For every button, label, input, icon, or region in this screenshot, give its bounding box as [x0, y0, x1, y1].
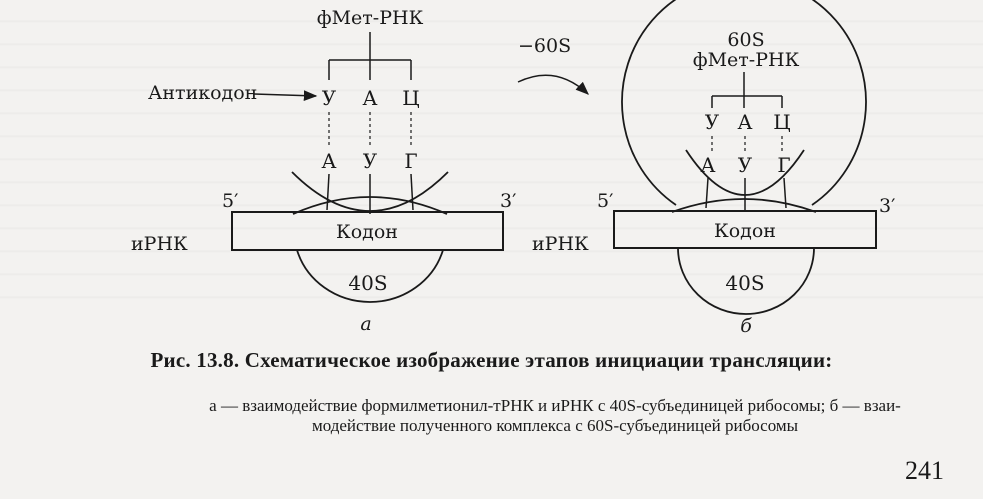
- panel-a-codon-label: Кодон: [336, 221, 398, 243]
- translation-initiation-diagram: фМет-РНК Антикодон У А Ц А У Г Код: [131, 0, 895, 337]
- panel-a-anticodon-base-2: А: [362, 86, 377, 110]
- panel-b-anticodon-base-3: Ц: [773, 110, 790, 134]
- panel-a-end-5: 5′: [222, 190, 238, 212]
- panel-b-60s-label: 60S: [727, 29, 764, 51]
- transition-arrow-curve: [517, 74, 589, 95]
- panel-a-end-3: 3′: [500, 190, 516, 212]
- page-number: 241: [905, 456, 944, 485]
- panel-b-40s-upper-arc: [671, 198, 817, 213]
- figure-caption: а — взаимодействие формилметионил-тРНК и…: [140, 396, 970, 436]
- panel-a-40s-label: 40S: [348, 271, 387, 295]
- panel-b-trna-label: фМет-РНК: [693, 49, 800, 71]
- panel-a-codon-stick-1: [326, 173, 330, 211]
- panel-a-trna-label: фМет-РНК: [317, 7, 424, 29]
- panel-b-mrna-curve: [685, 149, 805, 196]
- panel-a-codon-base-3: Г: [404, 149, 417, 173]
- panel-b-codon-base-2: У: [738, 153, 753, 177]
- panel-a-40s-lower-arc: [296, 249, 444, 303]
- transition-label: −60S: [518, 35, 571, 57]
- panel-b-mrna-box: [613, 210, 877, 249]
- panel-b-anticodon-base-2: А: [737, 110, 752, 134]
- panel-a-letter: а: [360, 313, 371, 335]
- panel-b-40s-lower-arc: [677, 247, 815, 315]
- panel-a-anticodon-base-3: Ц: [402, 86, 419, 110]
- panel-b-codon-base-3: Г: [777, 153, 790, 177]
- panel-b-codon-stick-1: [705, 177, 709, 209]
- panel-b-end-3: 3′: [879, 195, 895, 217]
- panel-b-anticodon-base-1: У: [705, 110, 720, 134]
- panel-b-letter: б: [740, 315, 752, 337]
- panel-b-60s-circle: [621, 0, 867, 206]
- panel-a: фМет-РНК Антикодон У А Ц А У Г Код: [131, 7, 516, 335]
- panel-b-40s-label: 40S: [725, 271, 764, 295]
- panel-a-codon-base-1: А: [321, 149, 336, 173]
- panel-a-40s-upper-arc: [292, 196, 448, 215]
- figure-caption-line-1: а — взаимодействие формилметионил-тРНК и…: [209, 396, 901, 415]
- panel-a-anticodon-arrow: [253, 90, 318, 102]
- panel-a-codon-stick-3: [410, 173, 414, 211]
- panel-a-mrna-box: [231, 211, 504, 251]
- panel-a-anticodon-base-1: У: [322, 86, 337, 110]
- panel-b-codon-label: Кодон: [714, 220, 776, 242]
- panel-a-anticodon-label: Антикодон: [148, 82, 257, 104]
- panel-b-mrna-label: иРНК: [532, 233, 589, 255]
- panel-b-end-5: 5′: [597, 190, 613, 212]
- panel-b-codon-base-1: А: [700, 153, 715, 177]
- transition-arrow: −60S: [517, 35, 589, 95]
- figure-title: Рис. 13.8. Схематическое изображение эта…: [150, 348, 833, 372]
- panel-a-codon-base-2: У: [363, 149, 378, 173]
- panel-a-mrna-curve: [291, 171, 449, 212]
- panel-a-mrna-label: иРНК: [131, 233, 188, 255]
- figure-caption-line-2: модействие полученного комплекса с 60S-с…: [311, 416, 799, 435]
- panel-b: 60S фМет-РНК У А Ц А У Г Кодон 5′: [532, 0, 895, 337]
